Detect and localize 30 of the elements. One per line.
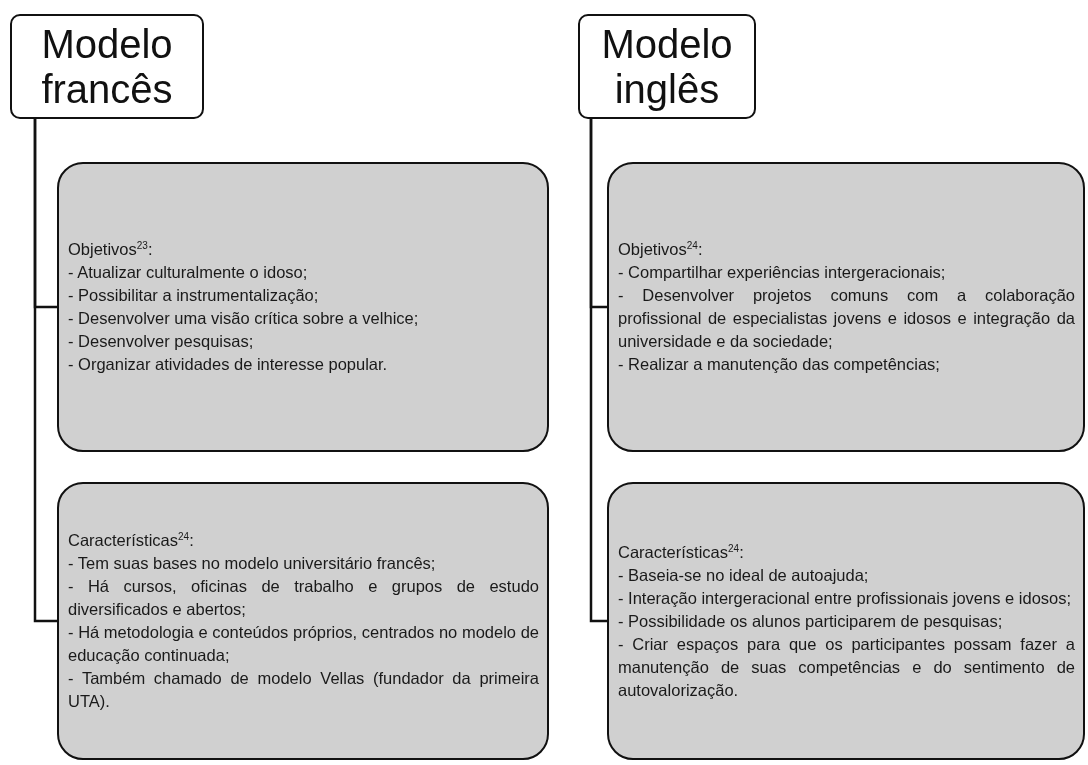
content-card	[607, 162, 1085, 452]
list-item: - Criar espaços para que os participantes possam fazer a manutenção de suas competências e do sentimento de autovalorização.	[618, 633, 1075, 701]
list-item: - Interação intergeracional entre profissionais jovens e idosos;	[618, 587, 1073, 609]
title-box	[578, 14, 756, 119]
content-card	[57, 162, 549, 452]
list-item: - Organizar atividades de interesse popular.	[68, 354, 389, 375]
list-item: - Tem suas bases no modelo universitário francês;	[68, 553, 437, 574]
list-item: - Também chamado de modelo Vellas (fundador da primeira UTA).	[68, 668, 539, 712]
list-item: - Possibilidade os alunos participarem de pesquisas;	[618, 610, 1004, 632]
section-heading: Objetivos$^{23}$:	[68, 238, 154, 260]
section-heading: Características$^{24}$:	[618, 541, 745, 563]
content-card	[57, 482, 549, 760]
list-item: - Baseia-se no ideal de autoajuda;	[618, 564, 870, 586]
content-card	[607, 482, 1085, 760]
section-heading: Características$^{24}$:	[68, 529, 195, 551]
title-box	[10, 14, 204, 119]
connector-line	[33, 119, 57, 623]
list-item: - Realizar a manutenção das competências;	[618, 354, 941, 375]
list-item: - Há metodologia e conteúdos próprios, centrados no modelo de educação continuada;	[68, 622, 539, 666]
list-item: - Há cursos, oficinas de trabalho e grupos de estudo diversificados e abertos;	[68, 576, 539, 620]
list-item: - Possibilitar a instrumentalização;	[68, 285, 320, 306]
list-item: - Desenvolver pesquisas;	[68, 331, 255, 352]
connector-line	[589, 119, 607, 623]
list-item: - Desenvolver uma visão crítica sobre a velhice;	[68, 308, 420, 329]
model-title: Modelo francês	[40, 21, 174, 112]
section-heading: Objetivos$^{24}$:	[618, 238, 704, 260]
list-item: - Desenvolver projetos comuns com a colaboração profissional de especialistas jovens e idosos e integração da universidade e da sociedade;	[618, 285, 1075, 352]
list-item: - Compartilhar experiências intergeracionais;	[618, 262, 947, 283]
list-item: - Atualizar culturalmente o idoso;	[68, 262, 309, 283]
model-title: Modelo inglês	[600, 21, 734, 112]
